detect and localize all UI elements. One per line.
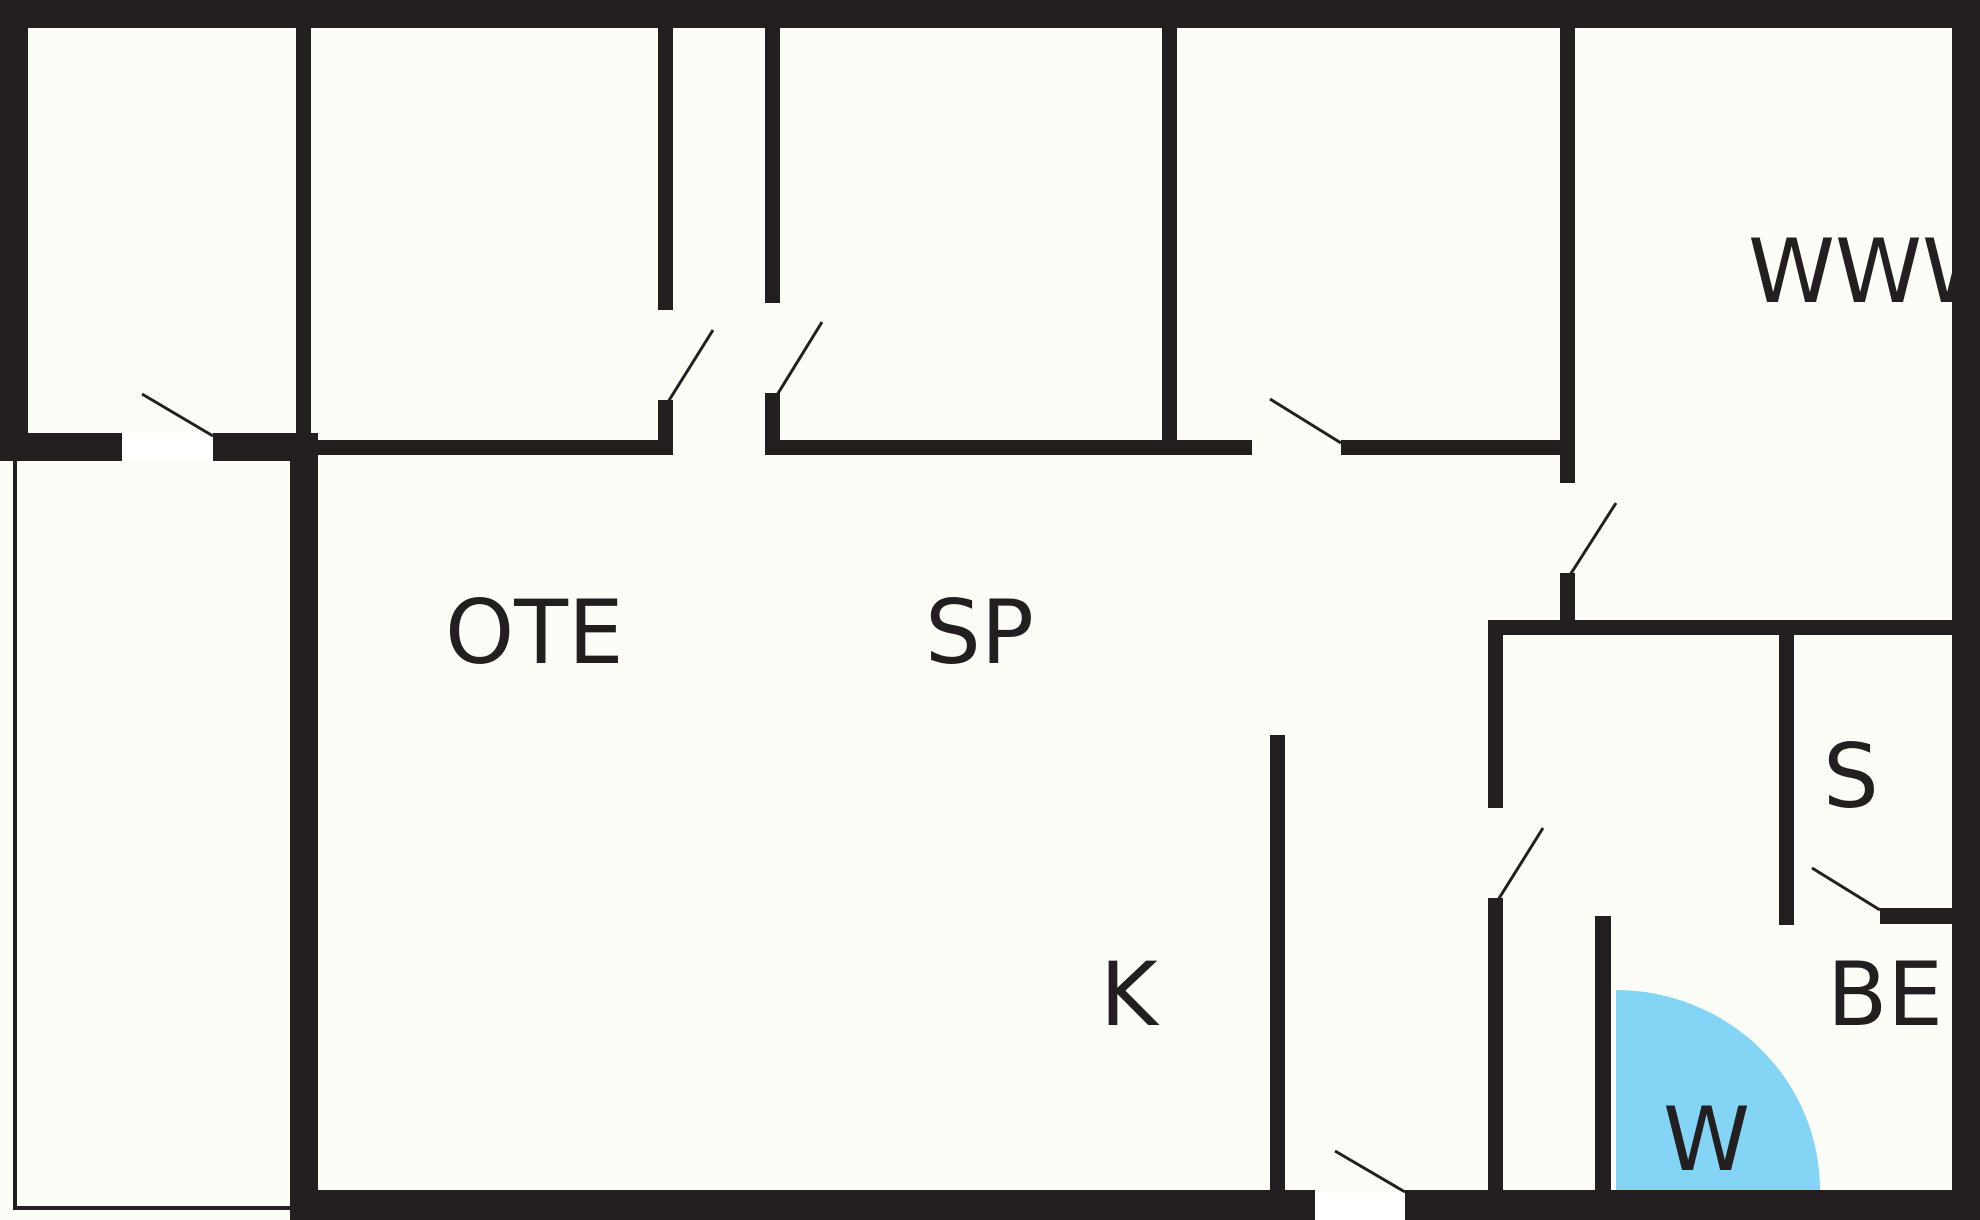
door (775, 321, 824, 396)
room-label-www: WWW (1748, 220, 1980, 323)
wall-segment (1488, 898, 1503, 1195)
wall-segment (1162, 20, 1177, 445)
door (666, 329, 715, 403)
wall-segment (1270, 735, 1285, 1195)
wall-segment (765, 393, 780, 455)
room-label-k: K (1100, 943, 1160, 1046)
wall-segment (1488, 620, 1503, 808)
wall-segment (658, 20, 673, 310)
room-label-s: S (1823, 725, 1879, 828)
room-label-w: W (1663, 1088, 1750, 1191)
room-label-be: BE (1827, 943, 1943, 1046)
outer-wall-top (0, 0, 1980, 28)
door (1811, 866, 1881, 912)
wall-segment (658, 400, 673, 455)
wall-segment (765, 440, 1252, 455)
room-label-ote: OTE (445, 581, 624, 684)
wall-segment (1560, 573, 1575, 635)
room-label-sp: SP (925, 581, 1034, 684)
wall-segment (1595, 916, 1611, 1193)
wall-segment (1880, 908, 1952, 924)
wall-segment (310, 440, 672, 455)
outer-wall-right (1952, 0, 1980, 1220)
wall-segment (765, 20, 780, 303)
wall-segment (0, 433, 122, 461)
outer-wall-bottom-left (290, 1190, 1315, 1220)
balcony-outline (13, 458, 295, 1210)
door (1269, 397, 1342, 445)
door (1315, 1149, 1406, 1220)
wall-segment (1488, 620, 1952, 635)
wall-segment (1341, 440, 1567, 455)
wall-segment (1779, 633, 1794, 925)
living-wall-left (290, 440, 318, 1220)
door (122, 392, 214, 461)
door (1496, 827, 1545, 901)
door (1568, 502, 1618, 576)
shower-area (1616, 990, 1820, 1190)
wall-segment (1560, 20, 1575, 483)
outer-wall-left (0, 0, 28, 460)
wall-segment (296, 20, 311, 443)
